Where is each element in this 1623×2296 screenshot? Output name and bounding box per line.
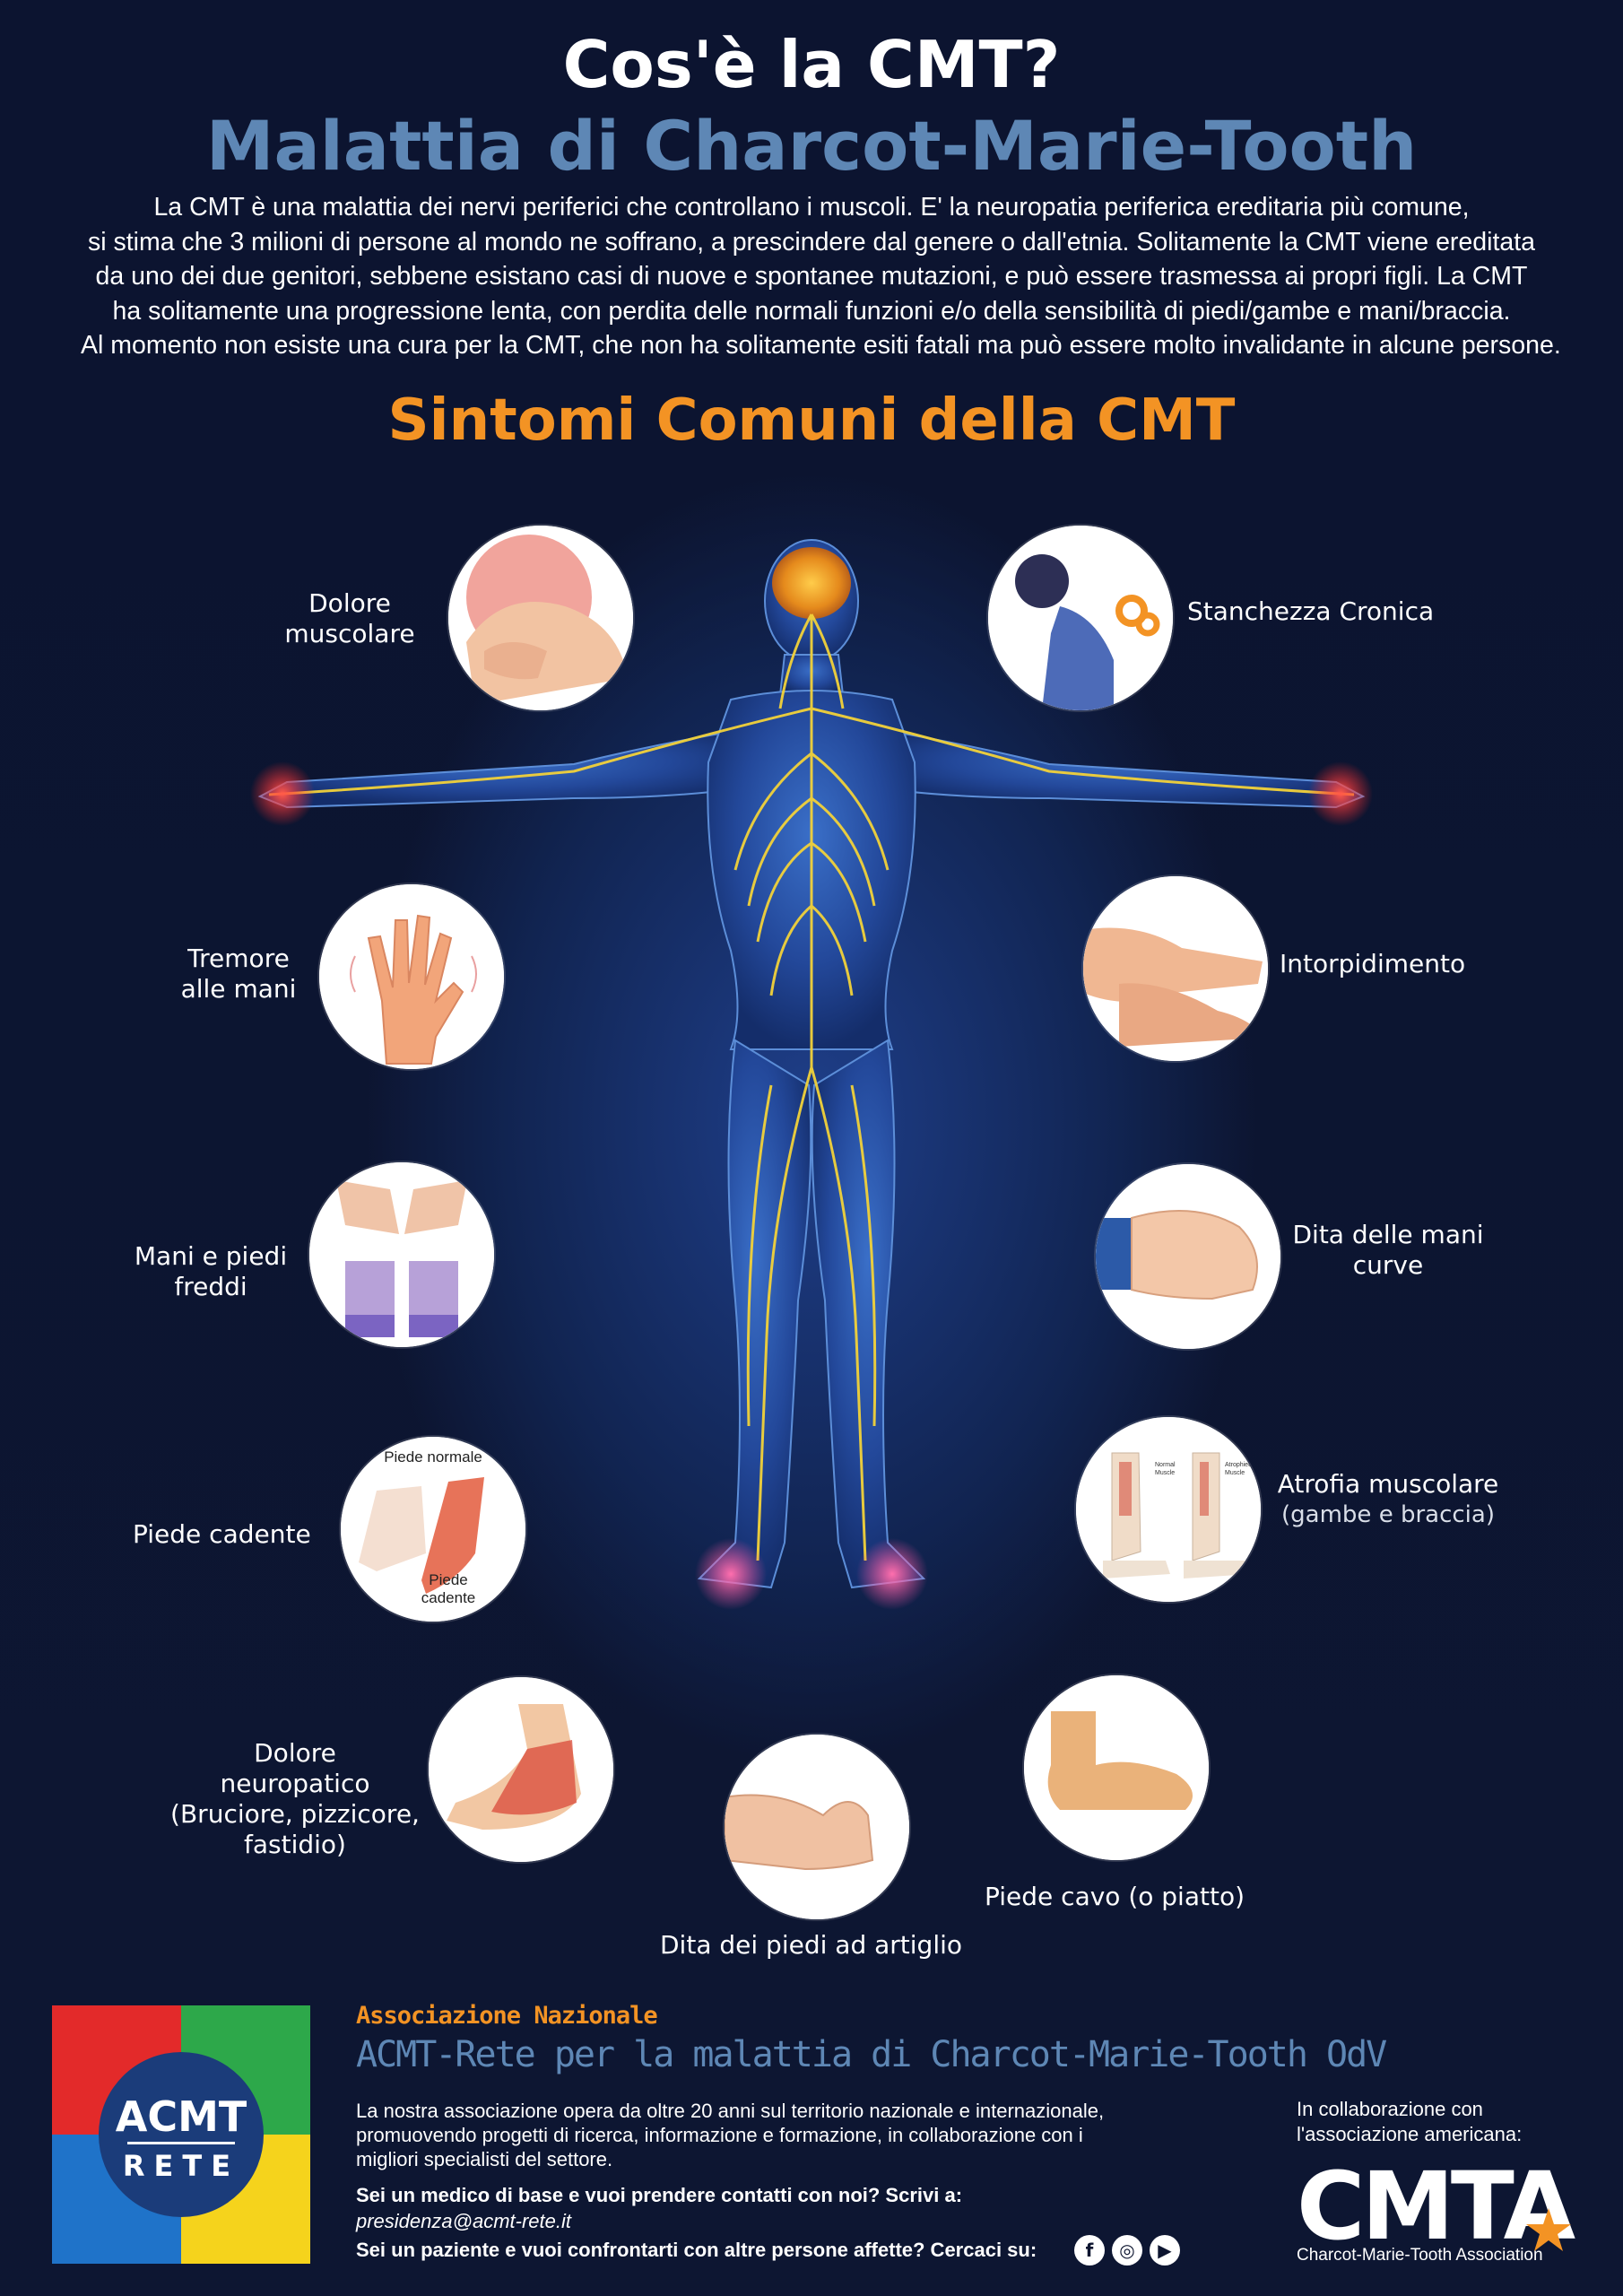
label-piede-cadente: Piede cadente xyxy=(133,1519,311,1549)
label-intorpidimento: Intorpidimento xyxy=(1280,949,1466,978)
label-atrofia: Atrofia muscolare(gambe e braccia) xyxy=(1277,1469,1499,1528)
assoc-description: La nostra associazione opera da oltre 20… xyxy=(356,2100,1105,2170)
cmta-logo: CMTA Charcot-Marie-Tooth Association xyxy=(1297,2160,1593,2269)
acmt-rete-logo: ACMT RETE xyxy=(52,2005,310,2264)
youtube-icon[interactable]: ▶ xyxy=(1150,2235,1180,2266)
intro-paragraph: La CMT è una malattia dei nervi periferi… xyxy=(81,190,1561,363)
inset-normal-muscle-1: Normal xyxy=(1155,1462,1176,1468)
inset-normal-muscle-2: Muscle xyxy=(1155,1470,1175,1476)
left-foot-glow xyxy=(695,1538,767,1610)
right-hand-glow xyxy=(1308,761,1373,826)
assoc-national-label: Associazione Nazionale xyxy=(356,2002,658,2030)
logo-text-acmt: ACMT xyxy=(116,2092,247,2141)
mani-piedi-freddi-image xyxy=(309,1162,494,1347)
label-stanchezza: Stanchezza Cronica xyxy=(1187,596,1435,626)
intro-line: La CMT è una malattia dei nervi periferi… xyxy=(153,193,1470,222)
stanchezza-image xyxy=(988,526,1173,710)
intorpidimento-image xyxy=(1083,876,1268,1061)
brain xyxy=(772,547,851,619)
nerve-network xyxy=(268,613,1355,1561)
dolore-muscolare-image xyxy=(448,526,633,710)
facebook-icon[interactable]: f xyxy=(1074,2235,1105,2266)
intro-line: si stima che 3 milioni di persone al mon… xyxy=(88,227,1535,257)
contact-question: Sei un medico di base e vuoi prendere co… xyxy=(356,2184,963,2206)
piede-cavo-image xyxy=(1024,1675,1209,1860)
label-dolore-neuropatico: Dolore neuropatico (Bruciore, pizzicore,… xyxy=(170,1738,420,1859)
page-subtitle: Malattia di Charcot-Marie-Tooth xyxy=(205,106,1418,186)
cmta-wordmark: CMTA xyxy=(1297,2152,1575,2261)
logo-text-rete: RETE xyxy=(123,2149,239,2183)
inset-drop-label-1: Piede xyxy=(429,1571,467,1588)
tremore-image xyxy=(319,884,504,1069)
inset-drop-label-2: cadente xyxy=(421,1589,476,1606)
intro-line: Al momento non esiste una cura per la CM… xyxy=(81,331,1561,360)
assoc-name: ACMT-Rete per la malattia di Charcot-Mar… xyxy=(356,2034,1387,2075)
nervous-system-figure xyxy=(250,539,1373,1610)
label-dita-artiglio: Dita dei piedi ad artiglio xyxy=(660,1930,963,1960)
inset-atrophied-muscle-2: Muscle xyxy=(1225,1470,1245,1476)
label-piede-cavo: Piede cavo (o piatto) xyxy=(985,1882,1245,1911)
dolore-neuropatico-image xyxy=(429,1677,613,1862)
atrofia-image: Normal Muscle Atrophied Muscle xyxy=(1076,1417,1261,1602)
star-icon xyxy=(1526,2208,1571,2251)
social-icons: f ◎ ▶ xyxy=(1074,2235,1180,2266)
intro-line: da uno dei due genitori, sebbene esistan… xyxy=(95,262,1528,291)
contact-email-link[interactable]: presidenza@acmt-rete.it xyxy=(356,2210,571,2232)
instagram-icon[interactable]: ◎ xyxy=(1112,2235,1142,2266)
social-question: Sei un paziente e vuoi confrontarti con … xyxy=(356,2239,1037,2261)
right-foot-glow xyxy=(856,1538,928,1610)
dita-mani-curve-image xyxy=(1096,1164,1280,1349)
dita-artiglio-image xyxy=(725,1735,909,1919)
cmta-fullname: Charcot-Marie-Tooth Association xyxy=(1297,2246,1543,2265)
collaboration-text: In collaborazione con l'associazione ame… xyxy=(1297,2098,1523,2145)
piede-cadente-image: Piede normale Piede cadente xyxy=(341,1437,525,1622)
left-hand-glow xyxy=(250,761,315,826)
inset-normal-label: Piede normale xyxy=(384,1448,482,1465)
inset-atrophied-muscle-1: Atrophied xyxy=(1225,1462,1252,1468)
page-title: Cos'è la CMT? xyxy=(562,27,1061,102)
symptoms-title: Sintomi Comuni della CMT xyxy=(387,387,1236,454)
intro-line: ha solitamente una progressione lenta, c… xyxy=(112,296,1511,326)
